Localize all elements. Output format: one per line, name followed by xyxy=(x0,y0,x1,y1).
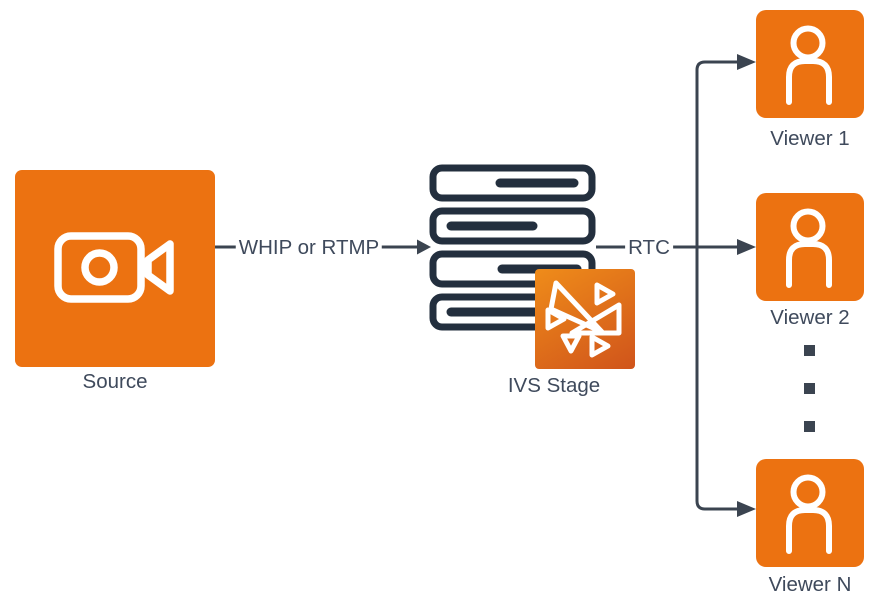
ivs-triangles-icon xyxy=(545,280,622,358)
ellipsis-dot xyxy=(804,421,815,432)
person-icon xyxy=(786,474,832,554)
node-ivs-stage-label: IVS Stage xyxy=(507,374,601,397)
ellipsis-dot xyxy=(804,383,815,394)
person-icon xyxy=(786,25,832,105)
edge-label-ingest: WHIP or RTMP xyxy=(235,236,383,260)
node-viewer-n xyxy=(756,459,864,567)
arrow-rtc xyxy=(596,239,756,255)
node-viewer-n-label: Viewer N xyxy=(768,573,852,596)
ivs-service-icon xyxy=(535,269,635,369)
node-viewer-1 xyxy=(756,10,864,118)
node-viewer-2-label: Viewer 2 xyxy=(770,306,850,329)
video-camera-icon xyxy=(54,232,174,303)
node-source xyxy=(15,170,215,367)
node-viewer-2 xyxy=(756,193,864,301)
arrow-branch-viewer1 xyxy=(695,54,756,247)
ellipsis-dot xyxy=(804,345,815,356)
arrow-branch-viewer-n xyxy=(695,247,756,517)
vertical-ellipsis xyxy=(804,345,815,432)
edge-label-rtc: RTC xyxy=(625,236,673,260)
person-icon xyxy=(786,208,832,288)
node-viewer-1-label: Viewer 1 xyxy=(770,127,850,150)
node-source-label: Source xyxy=(82,370,148,393)
